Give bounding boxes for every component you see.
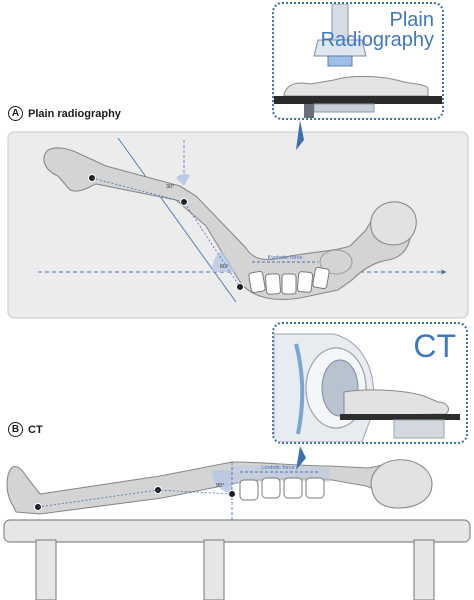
panel-a-knee-joint [180,198,188,206]
xray-collimator [327,55,353,67]
panel-b-table-leg [413,539,435,600]
panel-a-inset-title: Plain Radiography [321,10,434,50]
panel-b-hip-angle-label: 90° [216,483,224,489]
radiography-table-support [304,104,314,118]
radiography-machine-illustration [274,4,442,118]
section-b-title: CT [28,423,43,436]
panel-a-abdomen-outline [319,249,353,275]
section-b-label: B CT [8,422,43,437]
panel-b-table-top [3,519,471,543]
panel-a-vertebra [265,273,281,295]
radiography-table [274,96,442,104]
panel-b-table-leg [35,539,57,600]
panel-a-vertebra [312,266,330,290]
panel-a-vertebra [248,270,266,294]
ct-accent-stripe [294,343,305,435]
panel-b-force-label: Lordotic force [261,465,294,471]
panel-a-head [370,201,417,246]
panel-b-limb-axis [37,489,233,508]
panel-b-hip-angle-wedge [211,470,232,494]
panel-a-force-label: Kyphotic force [268,255,303,261]
panel-a-inset-title-line2: Radiography [320,29,434,51]
section-a-title: Plain radiography [28,107,121,120]
panel-b-inset-pointer [296,446,306,470]
panel-a-hip-angle-wedge [211,250,236,272]
panel-a-vertebrae [248,266,330,295]
panel-b-table [3,519,471,600]
panel-b-vertebra [283,477,303,499]
panel-a-knee-angle-wedge [176,173,190,186]
panel-a-inset-title-line1: Plain [389,9,434,31]
ct-scanner-illustration [274,333,460,442]
ct-couch-base [393,419,445,439]
panel-b-hip-joint [228,490,236,498]
panel-b-body-silhouette [6,461,419,515]
panel-b-inset: CT [272,322,468,444]
panel-a-inset-pointer [296,120,304,150]
panel-b-inset-title: CT [413,328,456,364]
panel-a-vertebra [281,273,297,295]
panel-a-vertebra [296,271,314,293]
panel-b-vertebra [261,477,281,499]
panel-b-vertebrae [239,477,325,501]
ct-patient [343,389,449,417]
section-a-label: A Plain radiography [8,106,121,121]
panel-a-beam-line [117,137,237,303]
section-b-badge: B [8,422,23,437]
panel-b-table-leg [203,539,225,600]
radiography-table-base [313,103,375,113]
panel-a-knee-angle-label: 30° [166,184,174,190]
panel-a-hip-angle-label: 60° [220,264,228,270]
panel-a-inset: Plain Radiography [272,2,444,120]
panel-b-lordotic-region [232,465,330,484]
xray-tube-head [313,39,367,57]
panel-b-head [370,459,433,509]
panel-b-vertebra [305,477,325,499]
ct-couch [340,414,460,420]
panel-b-vertebra [239,479,259,501]
radiography-patient [283,75,429,97]
section-a-badge: A [8,106,23,121]
